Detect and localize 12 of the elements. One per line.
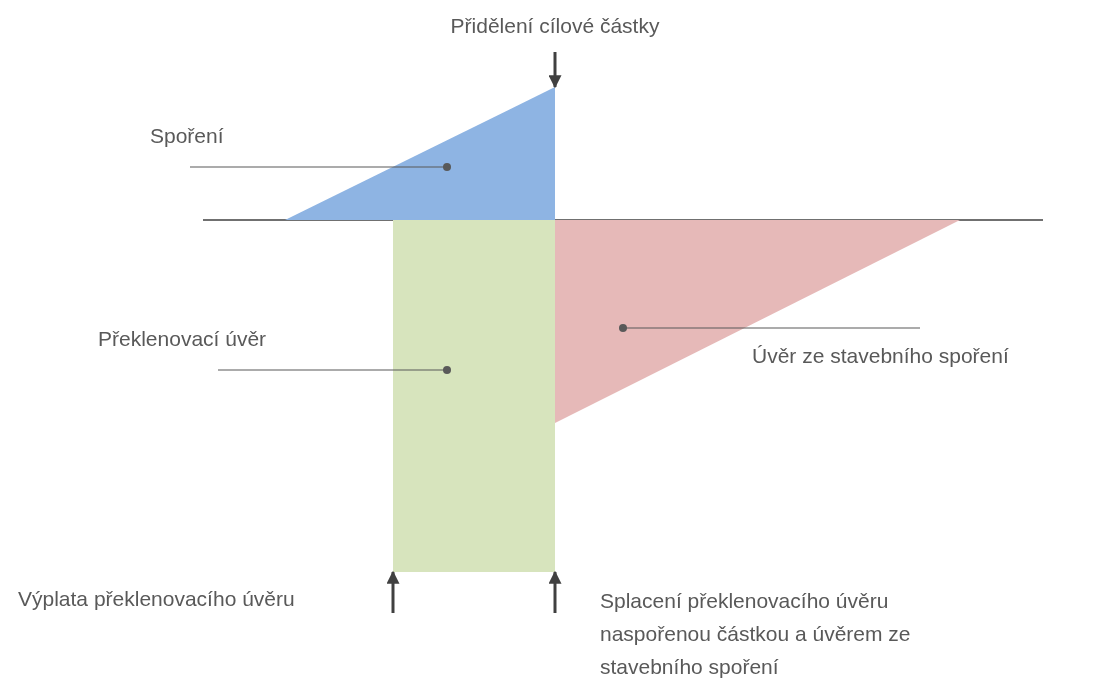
arrow xyxy=(386,570,400,613)
leader-line xyxy=(189,163,451,171)
diagram-label: Překlenovací úvěr xyxy=(98,326,268,352)
arrow xyxy=(548,570,562,613)
arrow xyxy=(548,52,562,89)
diagram-label: Úvěr ze stavebního spoření xyxy=(752,343,1010,369)
leader-line xyxy=(619,324,921,332)
diagram-label: Přidělení cílové částky xyxy=(449,13,661,39)
annotation-text: Výplata překlenovacího úvěru xyxy=(18,586,296,612)
leader-line xyxy=(217,366,451,374)
diagram-label: Spoření xyxy=(150,123,225,149)
annotation-text: Splacení překlenovacího úvěru naspořenou částkou a úvěrem ze stavebního spoření xyxy=(600,588,912,680)
